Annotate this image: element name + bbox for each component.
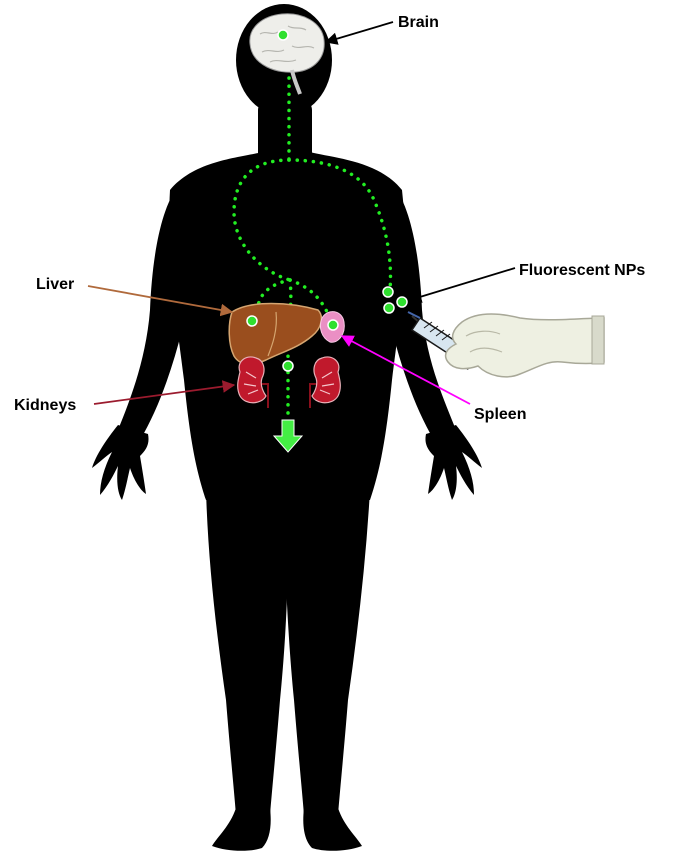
gloved-hand-icon	[446, 314, 604, 377]
label-brain: Brain	[398, 14, 439, 31]
liver-nanoparticle	[247, 316, 257, 326]
label-liver: Liver	[36, 276, 74, 293]
brain-pointer-arrow	[326, 22, 393, 42]
nps-pointer-arrow	[410, 268, 515, 300]
spleen-icon	[320, 312, 344, 343]
label-kidneys: Kidneys	[14, 397, 76, 414]
bladder-nanoparticle	[283, 361, 293, 371]
spleen-nanoparticle	[328, 320, 338, 330]
label-spleen: Spleen	[474, 406, 526, 423]
brain-nanoparticle	[278, 30, 288, 40]
label-fluorescent-nps: Fluorescent NPs	[519, 262, 645, 279]
